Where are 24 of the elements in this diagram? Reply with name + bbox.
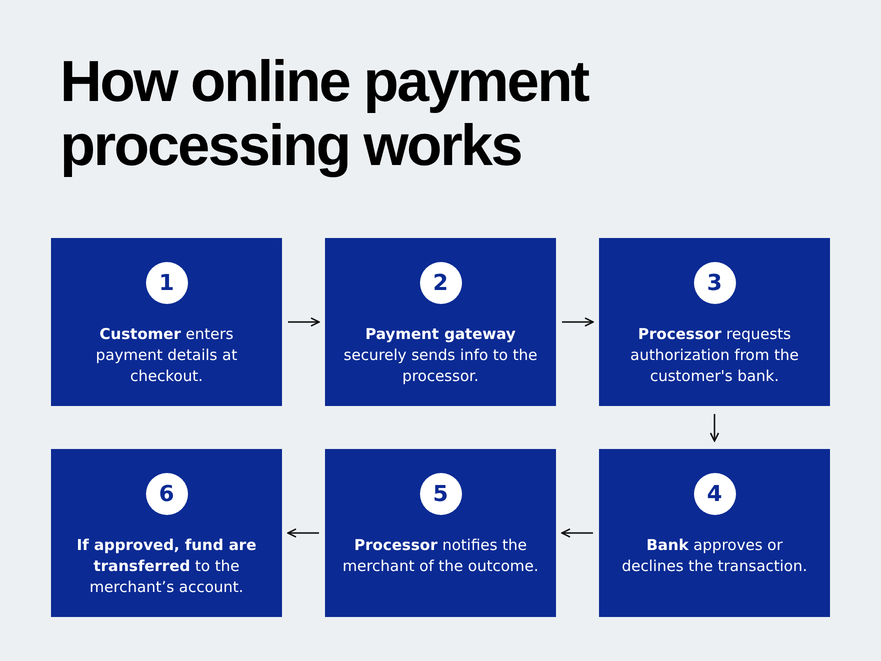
step-box: [599, 449, 830, 617]
arrow: [562, 317, 594, 327]
step-description: Customer enters payment details at checkout.: [94, 324, 238, 387]
step-description: Payment gateway securely sends info to the processor.: [342, 324, 538, 387]
step-description: If approved, fund are transferred to the merchant’s account.: [76, 535, 258, 598]
step-number: 5: [420, 473, 462, 515]
step-number: 2: [420, 262, 462, 304]
step-description: Processor requests authorization from the customer's bank.: [629, 324, 800, 387]
step-box: [51, 449, 282, 617]
arrow: [710, 414, 720, 442]
step-number: 3: [694, 262, 736, 304]
step-number: 4: [694, 473, 736, 515]
step-number: 1: [146, 262, 188, 304]
step-box: [51, 238, 282, 406]
step-description: Bank approves or declines the transaction.: [620, 535, 808, 577]
title: How online payment processing works: [60, 50, 590, 178]
step-box: [599, 238, 830, 406]
arrow: [287, 528, 319, 538]
arrow: [288, 317, 320, 327]
arrow: [561, 528, 593, 538]
step-number: 6: [146, 473, 188, 515]
step-description: Processor notifies the merchant of the outcome.: [342, 535, 540, 577]
step-box: [325, 449, 556, 617]
step-box: [325, 238, 556, 406]
